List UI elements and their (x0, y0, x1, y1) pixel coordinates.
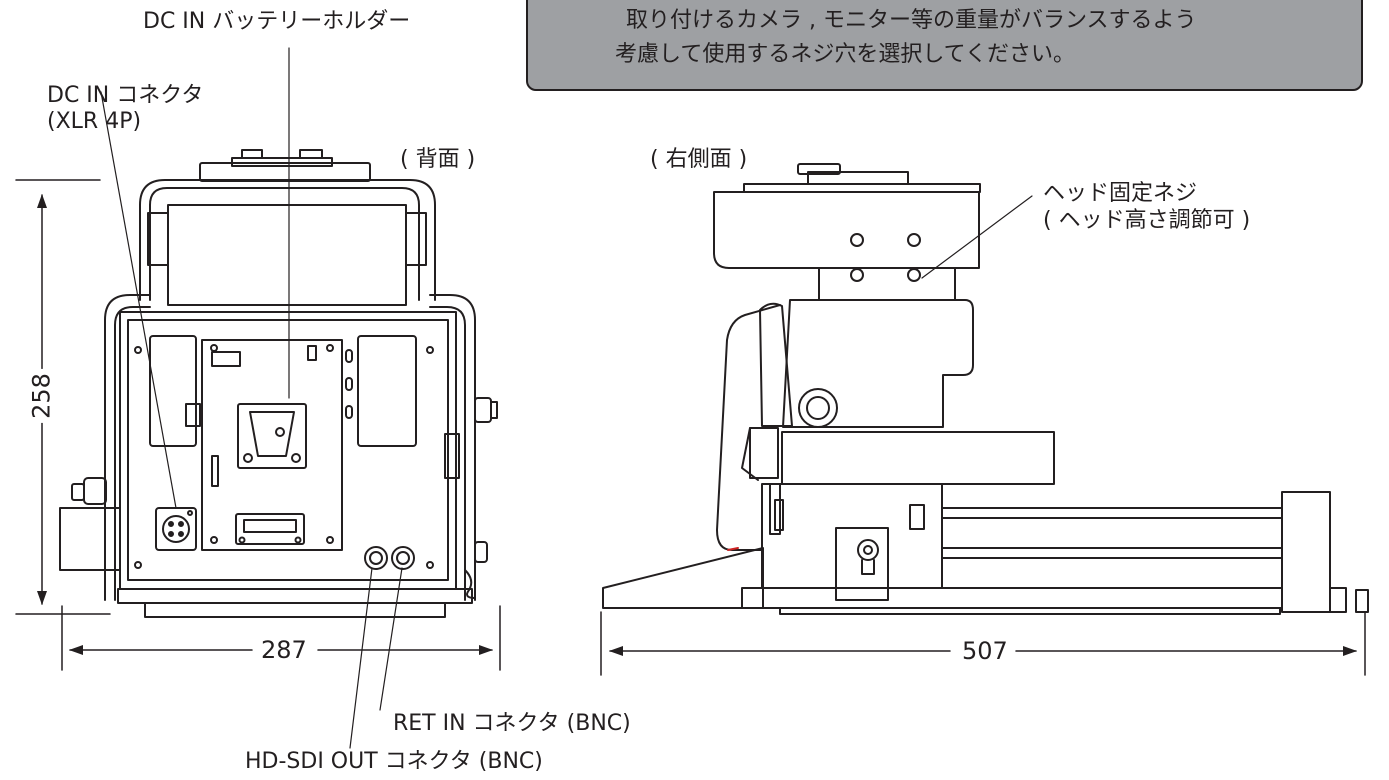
hd-sdi-out-label: HD-SDI OUT コネクタ (BNC) (245, 749, 543, 774)
note-line-1: 取り付けるカメラ , モニター等の重量がバランスするよう (626, 8, 1197, 33)
leader-lines (100, 47, 1033, 749)
note-box (526, 0, 1363, 91)
right-side-view-label: ( 右側面 ) (650, 147, 748, 172)
side-view-drawing (602, 163, 1369, 615)
rear-view-label: ( 背面 ) (400, 147, 476, 172)
dc-in-connector-label: DC IN コネクタ (47, 83, 204, 108)
dimension-lines (15, 179, 1366, 676)
dc-in-connector-type-label: (XLR 4P) (47, 109, 142, 134)
width-dimension: 287 (261, 636, 307, 664)
head-screw-note-label: ( ヘッド高さ調節可 ) (1043, 208, 1251, 233)
length-dimension: 507 (962, 637, 1008, 665)
ret-in-label: RET IN コネクタ (BNC) (393, 711, 631, 736)
height-dimension: 258 (27, 369, 55, 423)
note-line-2: 考慮して使用するネジ穴を選択してください。 (615, 42, 1076, 67)
battery-holder-label: DC IN バッテリーホルダー (143, 9, 411, 34)
head-screw-label: ヘッド固定ネジ (1043, 181, 1198, 206)
rear-view-drawing (59, 149, 498, 618)
